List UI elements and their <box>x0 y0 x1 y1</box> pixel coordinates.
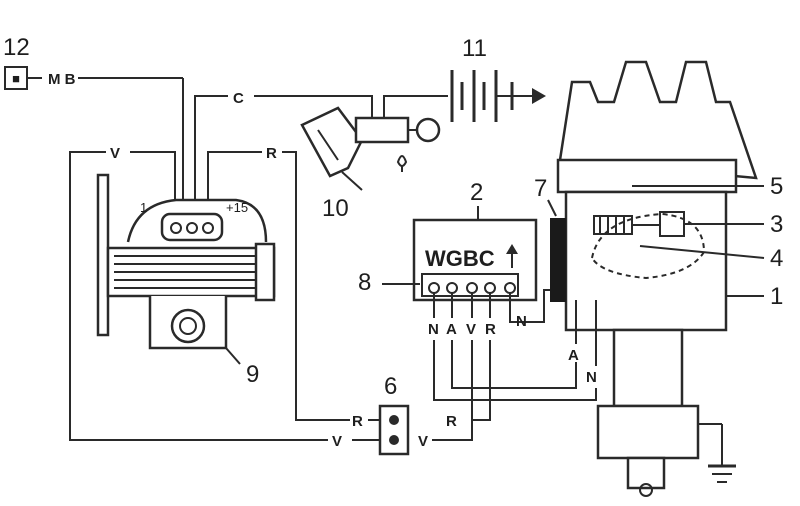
module-pin-v: V <box>466 321 476 338</box>
wire-label-v-top: V <box>110 145 120 162</box>
wire-label-r-right: R <box>446 413 457 430</box>
callout-10: 10 <box>322 195 349 222</box>
wire-label-v-right: V <box>418 433 428 450</box>
wire-label-r-bottom: R <box>352 413 363 430</box>
callout-7: 7 <box>534 175 547 202</box>
distributor-leads <box>575 300 597 366</box>
module-pin-n: N <box>428 321 439 338</box>
callout-1: 1 <box>770 283 783 310</box>
wire-r <box>207 151 380 421</box>
indicator-mark: ■ <box>12 71 20 86</box>
electronic-module-2: WGBC <box>412 218 538 302</box>
callout-8: 8 <box>358 269 371 296</box>
wire-label-n-dist: N <box>586 369 597 386</box>
ignition-switch-10 <box>300 106 441 191</box>
indicator-lamp-12: ■ M B <box>4 66 183 90</box>
module-lower-wiring <box>432 340 597 441</box>
alternator-9 <box>96 173 276 365</box>
wire-battery-feed <box>383 95 448 118</box>
connector-6 <box>378 404 410 456</box>
wire-label-c: C <box>233 90 244 107</box>
callout-11: 11 <box>462 35 487 62</box>
wire-label-a-dist: A <box>568 347 579 364</box>
callout-3: 3 <box>770 211 783 238</box>
sensor-strip-7 <box>550 218 566 302</box>
wire-label-r-top: R <box>266 145 277 162</box>
callout-9: 9 <box>246 361 259 388</box>
callout-12: 12 <box>3 34 30 61</box>
callout-5: 5 <box>770 173 783 200</box>
callout-2: 2 <box>470 179 483 206</box>
module-pin-leads <box>433 293 491 318</box>
module-pin-a: A <box>446 321 457 338</box>
callout-6: 6 <box>384 373 397 400</box>
wire-c <box>194 95 373 215</box>
alternator-terminal-1: 1 <box>140 200 147 215</box>
distributor-1 <box>556 60 758 497</box>
wire-label-v-bottom: V <box>332 433 342 450</box>
wire-label-mb: M B <box>48 71 76 88</box>
wire-n-module <box>509 289 556 323</box>
wire-v <box>69 151 380 441</box>
battery-11 <box>450 70 546 122</box>
module-label: WGBC <box>425 246 495 271</box>
module-pin-r: R <box>485 321 496 338</box>
alternator-terminal-15: +15 <box>226 200 248 215</box>
wire-label-n-module: N <box>516 313 527 330</box>
callout-4: 4 <box>770 245 783 272</box>
